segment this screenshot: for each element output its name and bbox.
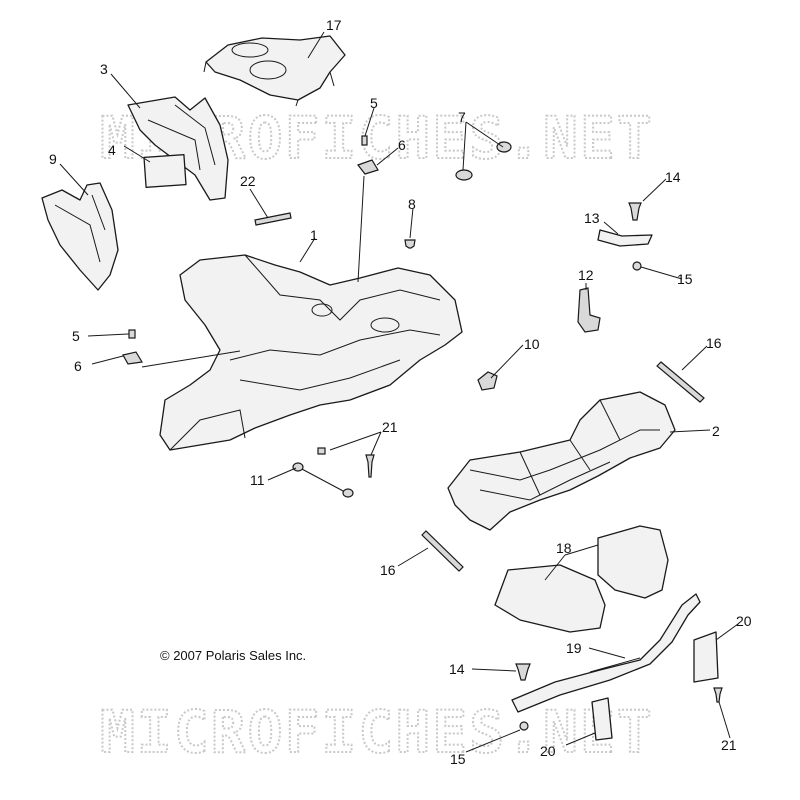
part-16-rod-lower [421, 530, 464, 572]
part-7-cap-a [455, 169, 473, 181]
part-9-side-panel-left [41, 182, 119, 291]
part-14-bolt-top [628, 202, 642, 221]
watermark-bottom: MICROFICHES.NET [100, 698, 654, 766]
part-2-rear-rack [447, 391, 676, 531]
part-11-strap [292, 447, 354, 498]
callout-21-lower: 21 [721, 737, 737, 753]
callout-9: 9 [49, 151, 57, 167]
callout-16-right: 16 [706, 335, 722, 351]
callout-12: 12 [578, 267, 594, 283]
callout-20-lower: 20 [540, 743, 556, 759]
part-17-top-cover [203, 35, 346, 107]
part-3-side-panel [127, 96, 229, 201]
part-14-bolt-lower [515, 663, 531, 681]
callout-labels: 17 3 4 9 5 6 7 14 13 15 22 8 1 12 5 6 10… [49, 17, 752, 767]
callout-15-top: 15 [677, 271, 693, 287]
callout-3: 3 [100, 61, 108, 77]
part-19-rail [511, 593, 701, 713]
callout-6-top: 6 [398, 137, 406, 153]
part-18-mats [494, 525, 669, 633]
callout-21-mid: 21 [382, 419, 398, 435]
callout-22: 22 [240, 173, 256, 189]
part-16-rod-right [656, 361, 705, 403]
part-15-nut-top [632, 261, 642, 271]
callout-19: 19 [566, 640, 582, 656]
part-7-cap-b [496, 141, 512, 153]
part-21-screw-mid [365, 454, 375, 478]
part-5-screw-top [361, 135, 368, 146]
part-12-latch [577, 287, 601, 333]
callout-10: 10 [524, 336, 540, 352]
part-6-clip-left [122, 351, 143, 365]
callout-20-right: 20 [736, 613, 752, 629]
part-13-bracket [597, 229, 653, 247]
callout-16-lower: 16 [380, 562, 396, 578]
part-6-clip-top [357, 159, 379, 175]
callout-6-left: 6 [74, 358, 82, 374]
callout-14-top: 14 [665, 169, 681, 185]
callout-4: 4 [108, 142, 116, 158]
part-8-rivet [404, 239, 416, 249]
callout-11: 11 [250, 472, 265, 488]
copyright-text: © 2007 Polaris Sales Inc. [160, 648, 306, 663]
leader-lines [59, 31, 739, 753]
callout-14-lower: 14 [449, 661, 465, 677]
part-21-screw-lower [713, 687, 723, 703]
part-15-nut-lower [519, 721, 529, 731]
part-22-rod [254, 212, 292, 226]
callout-5-top: 5 [370, 95, 378, 111]
callout-17: 17 [326, 17, 342, 33]
callout-2: 2 [712, 423, 720, 439]
callout-18: 18 [556, 540, 572, 556]
part-1-front-body [159, 254, 463, 451]
callout-1: 1 [310, 227, 318, 243]
callout-8: 8 [408, 196, 416, 212]
callout-15-lower: 15 [450, 751, 466, 767]
part-5-screw-left [128, 329, 136, 339]
part-20-bracket-lower [591, 697, 613, 741]
part-4-decal [143, 153, 187, 189]
part-20-bracket-right [693, 631, 719, 683]
callout-5-left: 5 [72, 328, 80, 344]
callout-7: 7 [458, 109, 466, 125]
callout-13: 13 [584, 210, 600, 226]
